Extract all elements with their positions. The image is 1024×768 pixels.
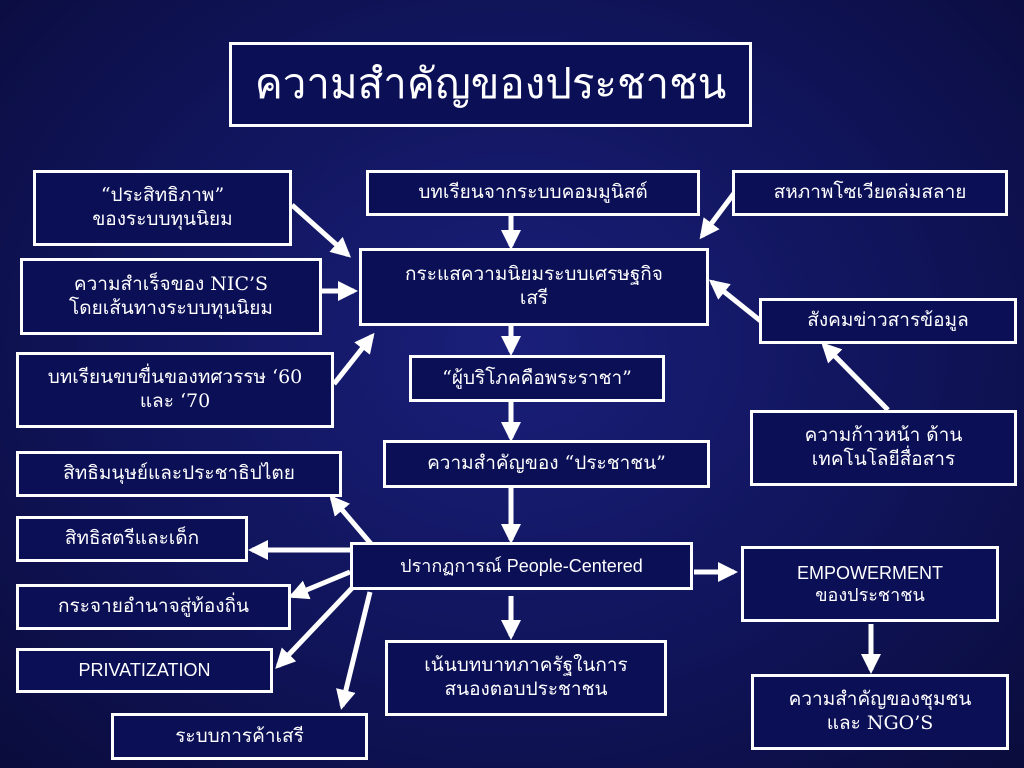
box-privatization: PRIVATIZATION (16, 648, 273, 693)
page-title: ความสำคัญของประชาชน (229, 42, 752, 127)
arrow-people-centered-to-decentralization (288, 569, 351, 600)
arrow-tech-to-info (821, 342, 890, 412)
box-empowerment: EMPOWERMENT ของประชาชน (741, 546, 999, 622)
box-women-children-rights: สิทธิสตรีและเด็ก (16, 516, 248, 562)
page-title-text: ความสำคัญของประชาชน (254, 59, 727, 109)
box-communication-tech-progress: ความก้าวหน้า ด้าน เทคโนโลยีสื่อสาร (750, 410, 1017, 486)
arrow-info-to-free-market (708, 279, 764, 324)
box-people-importance: ความสำคัญของ “ประชาชน” (383, 440, 710, 488)
box-community-ngo: ความสำคัญของชุมชน และ NGO’S (751, 674, 1009, 750)
box-movement-lesson: บทเรียนขบขื่นของทศวรรษ ‘60 และ ‘70 (16, 352, 334, 428)
box-information-society: สังคมข่าวสารข้อมูล (759, 298, 1017, 344)
box-nics-success: ความสำเร็จของ NIC’S โดยเส้นทางระบบทุนนิย… (20, 258, 322, 335)
box-people-centered: ปรากฏการณ์ People-Centered (350, 542, 693, 590)
box-capitalism-efficiency: “ประสิทธิภาพ” ของระบบทุนนิยม (33, 170, 292, 246)
arrow-people-centered-to-privatization (275, 584, 356, 669)
arrow-movement-to-free-market (332, 332, 375, 386)
arrow-people-centered-to-human-rights (329, 494, 374, 547)
box-human-rights-democracy: สิทธิมนุษย์และประชาธิปไตย (16, 451, 342, 497)
box-communism-lesson: บทเรียนจากระบบคอมมูนิสต์ (366, 170, 700, 216)
box-soviet-collapse: สหภาพโซเวียตล่มสลาย (732, 170, 1008, 216)
arrow-efficiency-to-free-market (290, 203, 351, 258)
box-free-trade: ระบบการค้าเสรี (111, 713, 368, 760)
box-decentralization: กระจายอำนาจสู่ท้องถิ่น (16, 584, 291, 630)
box-consumer-is-king: “ผู้บริโภคคือพระราชา” (409, 355, 665, 402)
arrow-people-centered-to-free-trade (336, 591, 373, 710)
box-state-responsiveness: เน้นบทบาทภาครัฐในการ สนองตอบประชาชน (385, 640, 667, 716)
box-free-market-trend: กระแสความนิยมระบบเศรษฐกิจ เสรี (359, 248, 709, 326)
